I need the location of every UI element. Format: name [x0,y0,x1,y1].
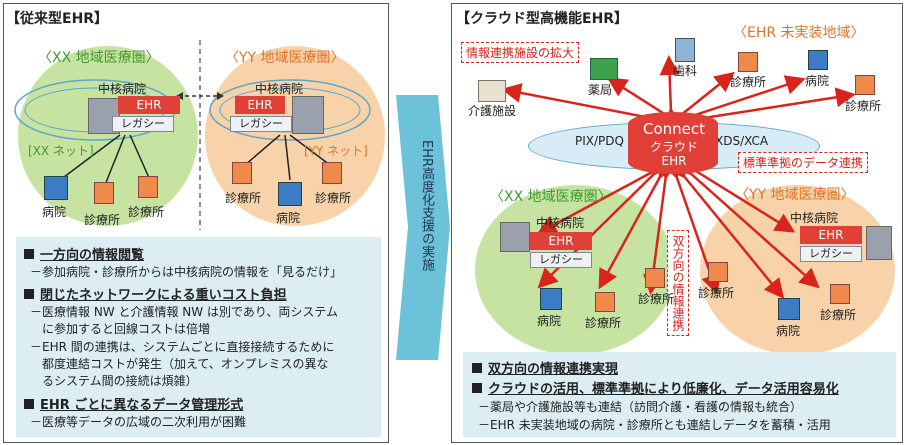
cloud-point-2-line-2: －EHR 未実装地域の病院・診療所とも連結しデータを蓄積・活用 [478,418,831,432]
right-xx-clinic-icon-2 [645,268,665,288]
care-facility-label: 介護施設 [468,104,517,118]
xx-region-label: 〈XX 地域医療圏〉 [38,50,160,66]
right-xx-region-label: 〈XX 地域医療圏〉 [490,189,612,205]
xx-hospital-icon [44,176,68,200]
standard-data-link-tag: 標準準拠のデータ連携 [738,152,869,173]
right-yy-clinic-label-2: 診療所 [820,308,857,322]
legacy-point-1-line-1: －参加病院・診療所からは中核病院の情報を「見るだけ」 [30,265,343,279]
pharmacy-icon [590,58,618,80]
bidirectional-link-tag: 双方向の情報連携 [667,230,689,336]
right-xx-hub-label: 中核病院 [536,216,585,230]
transition-arrow-label: EHR高度化支援の実施 [419,140,434,272]
xx-clinic-icon-1 [94,182,114,204]
pharmacy-label: 薬局 [588,83,613,97]
cloud-point-2-heading: クラウドの活用、標準準拠により低廉化、データ活用容易化 [472,378,839,397]
legacy-point-2-line-1: －医療情報 NW と介護情報 NW は別であり、両システム [30,305,338,319]
legacy-point-3-heading: EHR ごとに異なるデータ管理形式 [24,394,243,413]
yy-clinic-icon-2 [322,162,342,184]
right-yy-hospital-icon [778,298,800,320]
xx-legacy-box: レガシー [112,116,174,132]
yy-hospital-icon [278,182,302,206]
yy-region-label: 〈YY 地域医療圏〉 [225,50,345,66]
right-yy-clinic-icon-2 [830,284,850,304]
left-network-lines [14,40,371,230]
legacy-point-2-heading: 閉じたネットワークによる重いコスト負担 [24,284,287,303]
xx-ehr-box: EHR [118,96,180,114]
transition-arrow [396,95,450,360]
legacy-ehr-title: 【従来型EHR】 [6,11,109,27]
right-xx-hospital-label: 病院 [537,314,562,328]
yy-hub-label: 中核病院 [255,82,304,96]
cloud-ehr-title: 【クラウド型高機能EHR】 [456,11,629,27]
legacy-point-1-heading: 一方向の情報閲覧 [24,244,144,263]
top-hospital-icon [808,50,828,70]
xx-hospital-label: 病院 [42,205,67,219]
right-yy-hospital-label: 病院 [776,324,801,338]
yy-hospital-label: 病院 [276,211,301,225]
right-yy-region-label: 〈YY 地域医療圏〉 [735,187,855,203]
legacy-point-3-line-1: －医療等データの広域の二次利用が困難 [30,415,247,429]
dental-icon [675,38,695,62]
right-yy-ehr-box: EHR [800,226,862,244]
cloud-ehr-connect-cylinder [628,112,718,174]
care-facility-icon [478,80,506,102]
right-yy-hub-label: 中核病院 [790,211,839,225]
dental-label: 歯科 [673,64,698,78]
xx-hub-label: 中核病院 [98,82,147,96]
right-yy-clinic-icon-1 [708,262,728,282]
cloud-point-1-heading: 双方向の情報連携実現 [472,358,618,377]
top-clinic-label-2: 診療所 [845,99,882,113]
xx-clinic-label-1: 診療所 [84,213,121,227]
xds-xca-label: XDS/XCA [715,134,769,148]
legacy-point-2-line-5: るシステム間の接続は煩雑） [30,374,198,388]
right-xx-clinic-icon-1 [595,292,615,312]
xx-clinic-icon-2 [138,176,158,198]
cloud-benefits-box [463,352,896,437]
top-clinic-icon-1 [738,52,758,72]
legacy-point-2-line-2: に参加すると回線コストは倍増 [30,322,211,336]
yy-hub-building-icon [292,96,324,134]
xx-clinic-label-2: 診療所 [128,205,165,219]
right-xx-hub-building-icon [500,222,530,252]
top-hospital-label: 病院 [805,74,830,88]
cloud-point-2-line-1: －薬局や介護施設等も連結（訪問介護・看護の情報も統合） [478,400,803,414]
yy-network-label: [YY ネット] [304,144,368,158]
right-xx-ehr-box: EHR [530,232,592,250]
cloud-ehr-label: クラウド EHR [650,140,699,168]
yy-clinic-label-1: 診療所 [225,191,262,205]
right-xx-legacy-box: レガシー [530,252,592,268]
top-clinic-icon-2 [855,75,875,95]
right-yy-legacy-box: レガシー [800,246,862,262]
right-xx-hospital-icon [540,288,562,310]
pix-pdq-label: PIX/PDQ [575,134,624,148]
yy-clinic-label-2: 診療所 [315,191,352,205]
unimplemented-region-label: 〈EHR 未実装地域〉 [733,25,865,41]
yy-legacy-box: レガシー [230,116,292,132]
expand-facilities-tag: 情報連携施設の拡大 [461,42,580,63]
top-clinic-label-1: 診療所 [730,75,767,89]
yy-ehr-box: EHR [235,96,285,114]
right-yy-hub-building-icon [866,226,892,260]
cloud-connection-arrows [501,55,856,299]
yy-clinic-icon-1 [232,162,252,184]
legacy-point-2-line-4: 都度連結コストが発生（加えて、オンプレミスの異な [30,357,329,371]
connect-label: Connect [643,120,706,138]
legacy-issues-box [16,237,381,437]
right-xx-clinic-label-2: 診療所 [638,292,675,306]
right-xx-clinic-label-1: 診療所 [585,316,622,330]
legacy-point-2-line-3: －EHR 間の連携は、システムごとに直接接続するために [30,340,335,354]
xx-network-label: [XX ネット] [28,144,94,158]
right-yy-clinic-label-1: 診療所 [698,286,735,300]
